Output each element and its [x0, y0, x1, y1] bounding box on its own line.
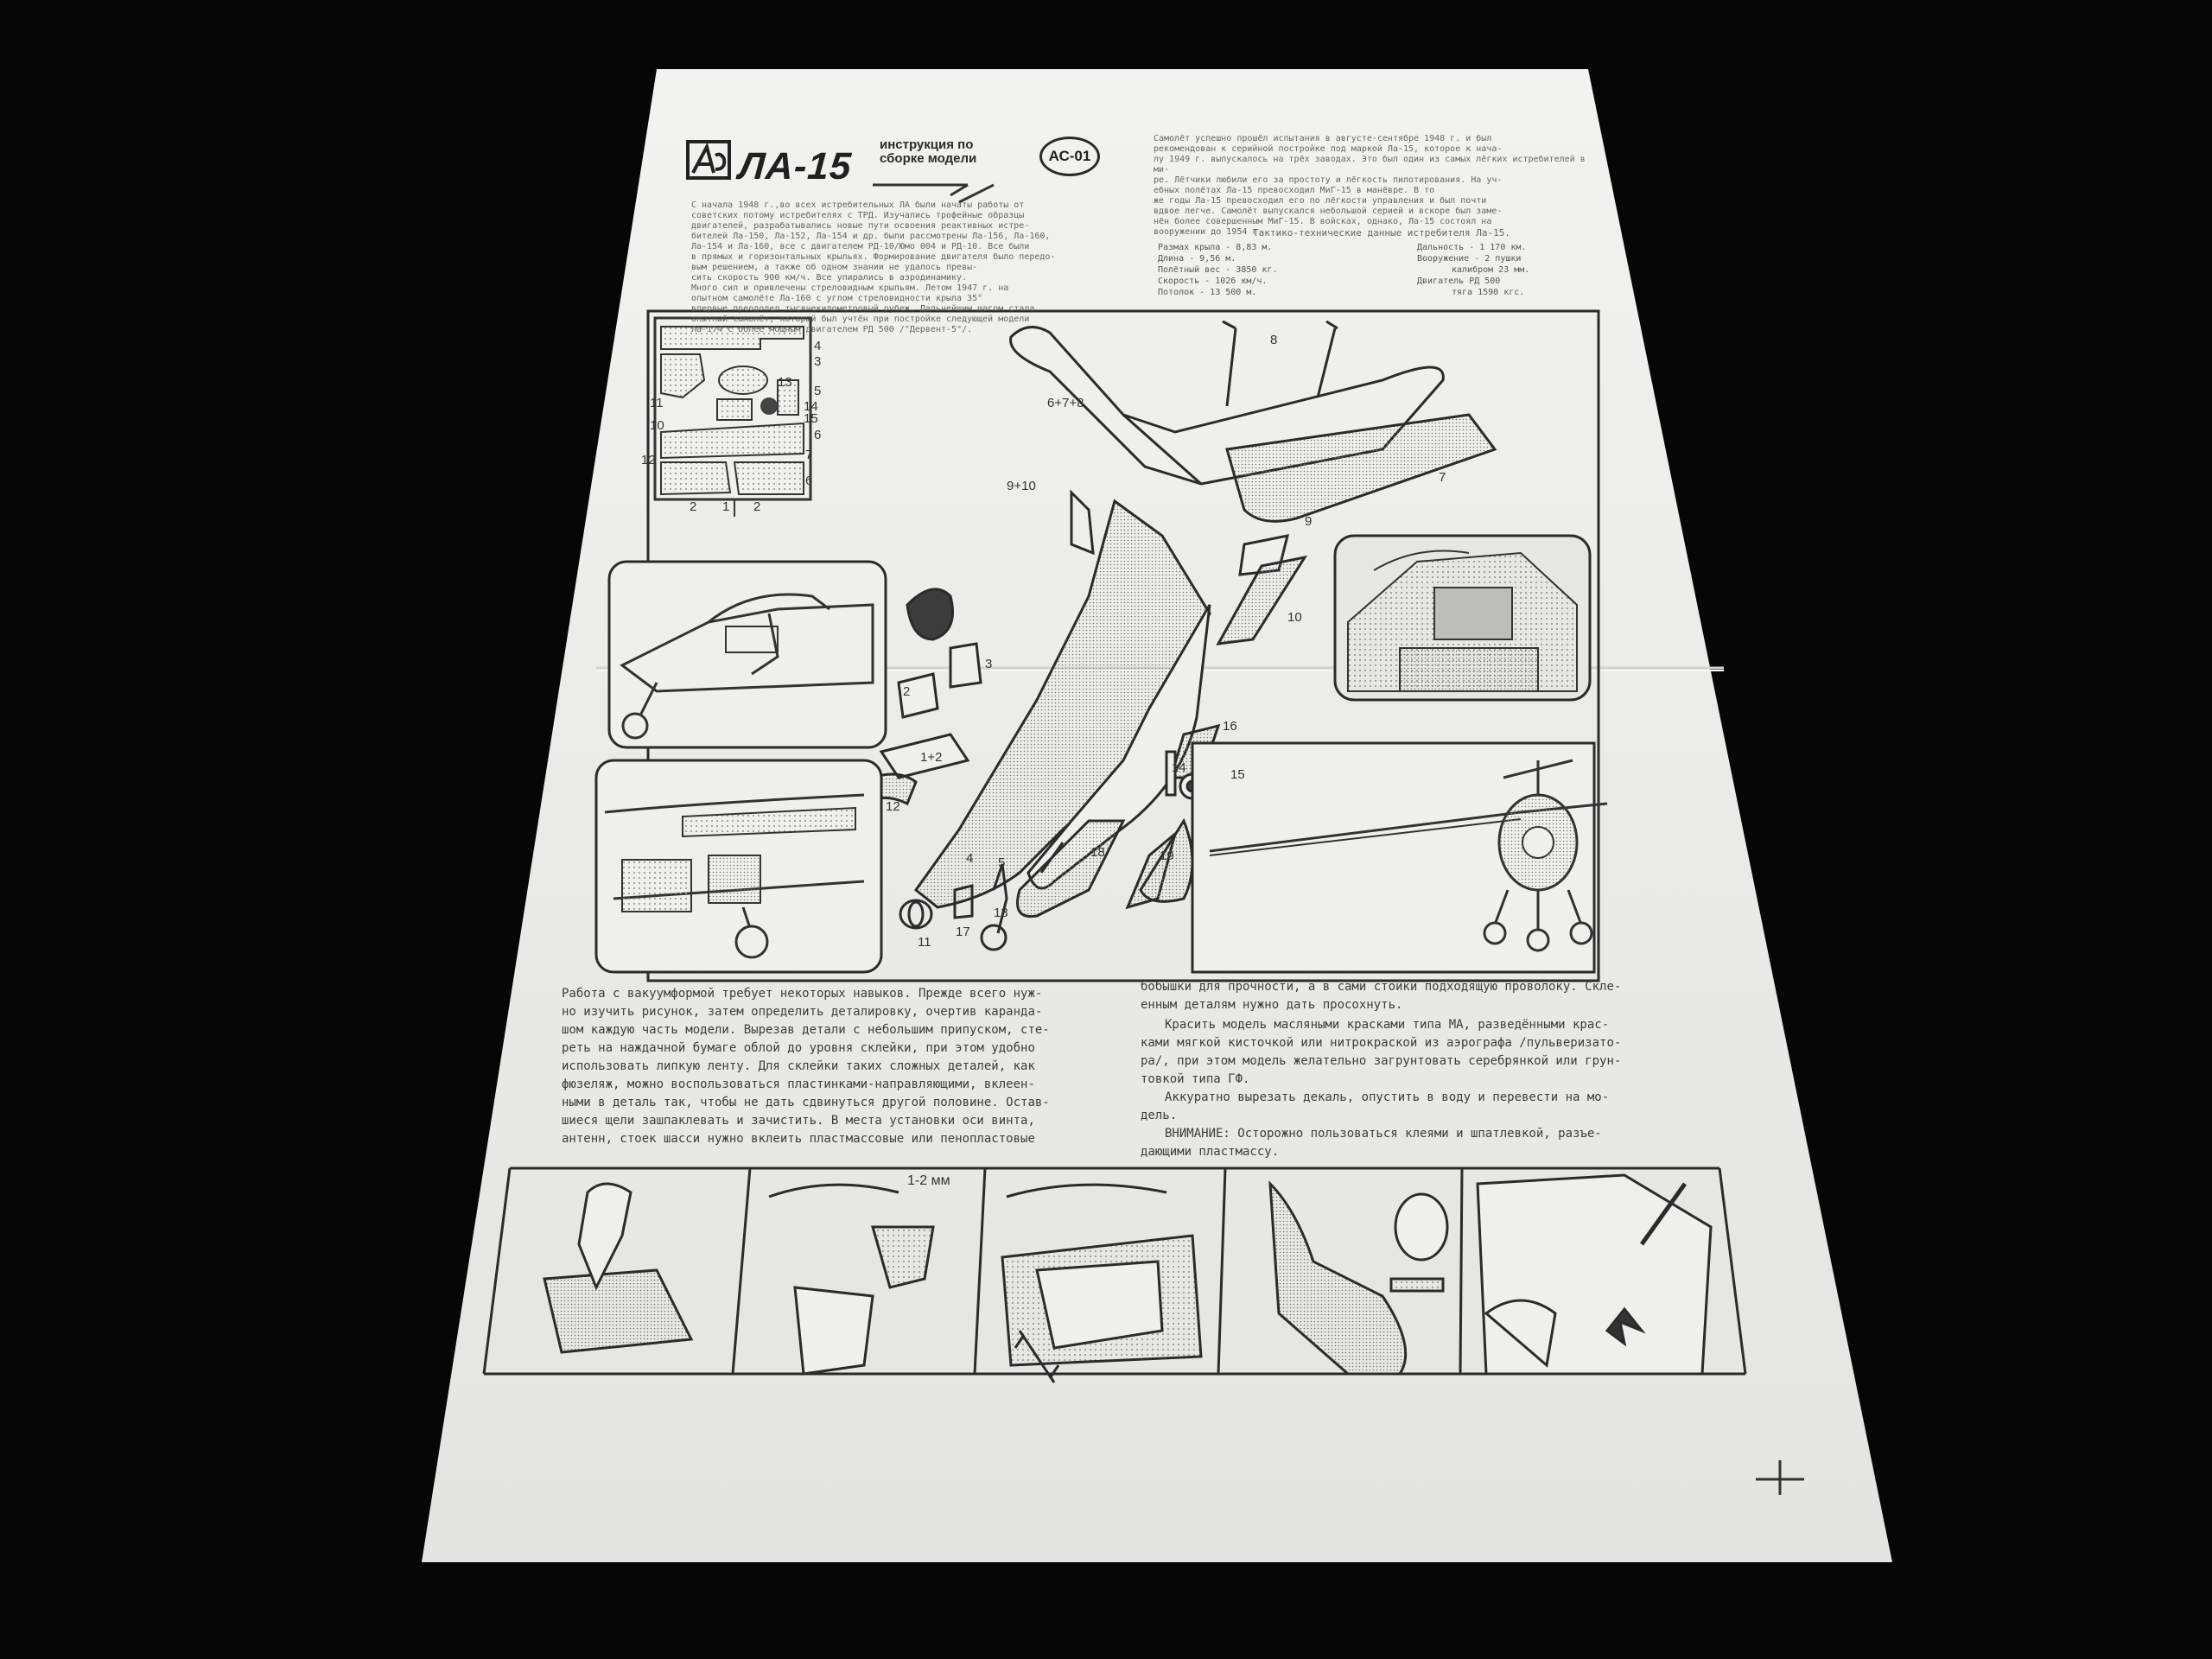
spec-item: Скорость - 1026 км/ч.	[1158, 276, 1268, 286]
step-3-tape	[1001, 1183, 1203, 1383]
part-number: 15	[1230, 767, 1245, 782]
part-number: 12	[641, 453, 656, 467]
step-4-glue	[1268, 1180, 1449, 1376]
kit-code-badge: АС-01	[1039, 137, 1100, 176]
step-5-paint	[1476, 1173, 1713, 1376]
specs-heading: Тактико-технические данные истребителя Л…	[1253, 227, 1511, 238]
part-number: 9+10	[1007, 479, 1036, 493]
wing-internal-inset	[594, 759, 883, 974]
spec-item: Вооружение - 2 пушки	[1417, 254, 1522, 264]
instructions-left: Работа с вакуумформой требует некоторых …	[562, 987, 1050, 1146]
part-number: 3	[985, 657, 993, 671]
wing-drawing	[1009, 320, 1497, 523]
part-number: 17	[956, 925, 970, 939]
part-number: 18	[1090, 845, 1105, 860]
instructions-right-4: ВНИМАНИЕ: Осторожно пользоваться клеями …	[1141, 1127, 1602, 1159]
part-number: 15	[804, 411, 818, 426]
instructions-right-1: бобышки для прочности, а в сами стойки п…	[1141, 980, 1622, 1012]
part-number: 14	[1172, 760, 1186, 775]
spec-item: Длина - 9,56 м.	[1158, 254, 1236, 264]
front-view-inset	[1191, 741, 1608, 974]
brand-logo	[686, 140, 995, 204]
spec-item: Полётный вес - 3850 кг.	[1158, 265, 1278, 275]
part-number: 11	[650, 396, 664, 410]
part-number: 14	[804, 399, 818, 414]
spec-item: Потолок - 13 500 м.	[1158, 288, 1257, 297]
instructions-right-3: Аккуратно вырезать декаль, опустить в во…	[1141, 1090, 1610, 1122]
part-number: 4	[966, 851, 974, 866]
part-number: 7	[1439, 470, 1446, 485]
part-number: 6	[814, 428, 822, 442]
spec-item: Двигатель РД 500	[1417, 276, 1501, 286]
part-number: 5	[998, 855, 1006, 870]
part-number: 19	[1160, 849, 1174, 863]
part-number: 9	[1305, 514, 1313, 529]
part-number: 8	[1270, 333, 1278, 347]
spec-item: Дальность - 1 170 км.	[1417, 243, 1527, 252]
part-number: 11	[918, 935, 931, 950]
vacuum-parts-sheet	[653, 316, 812, 517]
part-number: 6+7+8	[1047, 396, 1084, 410]
instructions-right-2: Красить модель масляными красками типа М…	[1141, 1018, 1622, 1086]
spec-item: Размах крыла - 8,83 м.	[1158, 243, 1273, 252]
part-number: 10	[1287, 610, 1302, 625]
part-number: 13	[778, 375, 792, 390]
spec-item: тяга 1590 кгс.	[1452, 288, 1525, 297]
part-number: 1+2	[920, 750, 943, 765]
part-number: 16	[1223, 719, 1237, 734]
part-number: 2	[903, 684, 911, 699]
registration-mark	[1756, 1460, 1804, 1495]
step-1-cut	[543, 1182, 694, 1354]
specs-left: Размах крыла - 8,83 м. Длина - 9,56 м. П…	[1158, 242, 1348, 298]
kit-subtitle: инструкция по сборке модели	[880, 137, 977, 166]
cockpit-inset	[1333, 534, 1592, 702]
history-text: Самолёт успешно прошёл испытания в авгус…	[1154, 134, 1586, 237]
part-number: 2	[753, 499, 761, 514]
part-number: 4	[814, 339, 822, 353]
fuselage-drawing	[913, 489, 1308, 918]
specs-right: Дальность - 1 170 км. Вооружение - 2 пуш…	[1417, 242, 1607, 298]
part-number: 6	[805, 474, 813, 488]
part-number: 10	[650, 418, 664, 433]
step-2-sand	[768, 1183, 935, 1376]
part-number: 7	[805, 448, 813, 462]
part-number: 13	[994, 906, 1008, 920]
part-number: 5	[814, 384, 822, 398]
canopy-seat-parts	[871, 588, 1008, 951]
part-number: 1	[722, 499, 730, 514]
measure-label: 1-2 мм	[907, 1173, 950, 1188]
cockpit-side-inset	[607, 560, 887, 749]
kit-title: ЛА-15	[737, 145, 854, 188]
part-number: 2	[690, 499, 697, 514]
intro-text: С начала 1948 г.,во всех истребительных …	[691, 200, 1056, 334]
part-number: 12	[886, 799, 900, 814]
part-number: 3	[814, 354, 822, 369]
spec-item: калибром 23 мм.	[1452, 265, 1530, 275]
